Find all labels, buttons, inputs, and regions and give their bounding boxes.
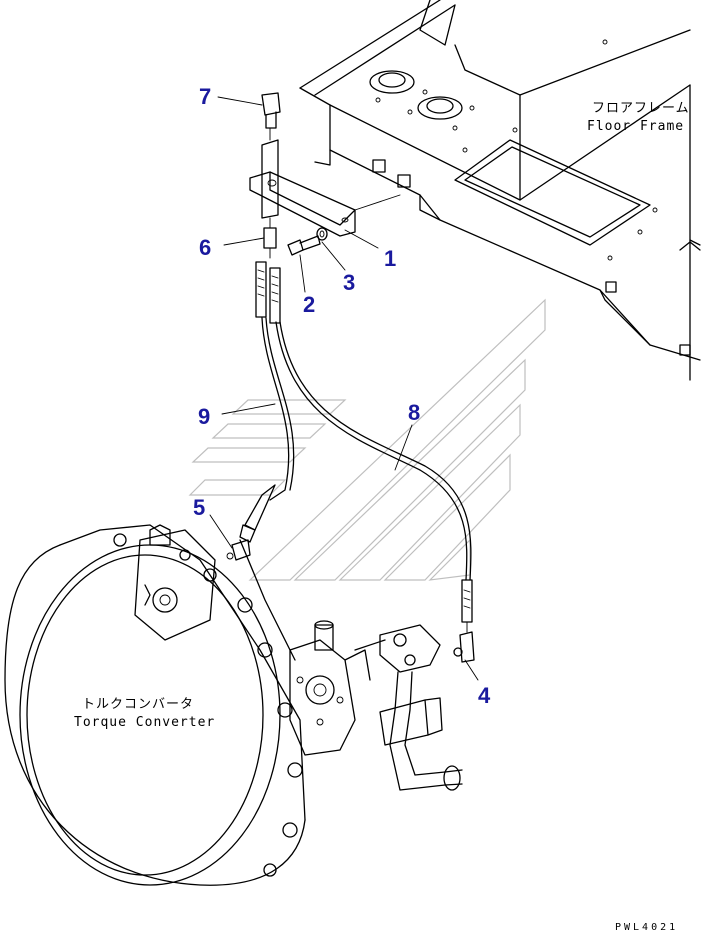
elbow-fitting-5 xyxy=(226,539,251,561)
bracket xyxy=(249,139,401,237)
floor-frame xyxy=(299,0,701,381)
callout-2: 2 xyxy=(303,292,315,317)
watermark-logo xyxy=(188,298,546,581)
floor-frame-label-jp: フロアフレーム xyxy=(592,101,690,116)
hose-fittings-upper xyxy=(255,261,281,324)
callout-5: 5 xyxy=(193,495,205,520)
hose-8 xyxy=(275,321,468,581)
hose-9 xyxy=(261,317,290,501)
elbow-fitting-top xyxy=(261,92,281,141)
hose-8-lower-fitting xyxy=(461,579,473,623)
elbow-fitting-4 xyxy=(453,621,475,663)
callout-8: 8 xyxy=(408,400,420,425)
connector-6 xyxy=(263,217,277,259)
pipe-assembly xyxy=(379,624,463,791)
bolt-and-washer xyxy=(287,227,328,256)
torque-converter-label-jp: トルクコンバータ xyxy=(82,697,194,712)
callout-1: 1 xyxy=(384,246,396,271)
callout-7: 7 xyxy=(199,84,211,109)
callout-9: 9 xyxy=(198,404,210,429)
drawing-code: PWL4021 xyxy=(615,922,678,933)
callout-3: 3 xyxy=(343,270,355,295)
hose-9-lower-fitting xyxy=(239,484,276,543)
torque-converter xyxy=(4,524,306,886)
valve-block xyxy=(289,620,386,756)
callout-6: 6 xyxy=(199,235,211,260)
leader-lines xyxy=(209,96,479,681)
callout-4: 4 xyxy=(478,683,491,708)
torque-converter-label-en: Torque Converter xyxy=(74,715,215,730)
floor-frame-label-en: Floor Frame xyxy=(587,119,684,134)
